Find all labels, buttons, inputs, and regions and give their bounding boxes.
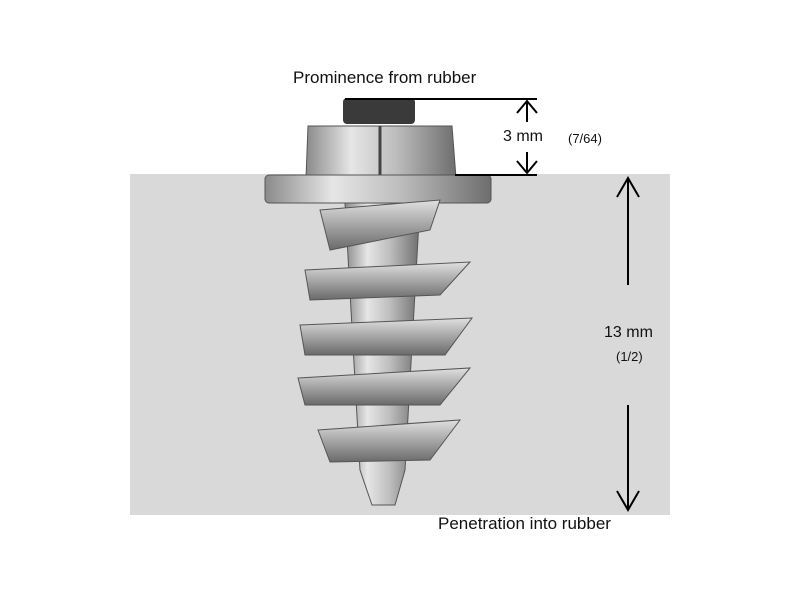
flange <box>264 174 492 204</box>
prominence-dimension <box>345 98 538 176</box>
stud-tip-cap <box>343 98 415 124</box>
thread <box>319 199 441 251</box>
penetration-fraction: (1/2) <box>616 349 643 364</box>
prominence-value: 3 mm <box>503 128 543 145</box>
penetration-title: Penetration into rubber <box>438 514 611 533</box>
thread <box>297 367 472 406</box>
prominence-fraction: (7/64) <box>568 131 602 146</box>
thread <box>299 317 474 356</box>
thread <box>304 261 472 301</box>
prominence-title: Prominence from rubber <box>293 68 477 87</box>
penetration-value: 13 mm <box>604 324 653 341</box>
thread <box>317 419 462 463</box>
penetration-dimension <box>616 176 640 512</box>
